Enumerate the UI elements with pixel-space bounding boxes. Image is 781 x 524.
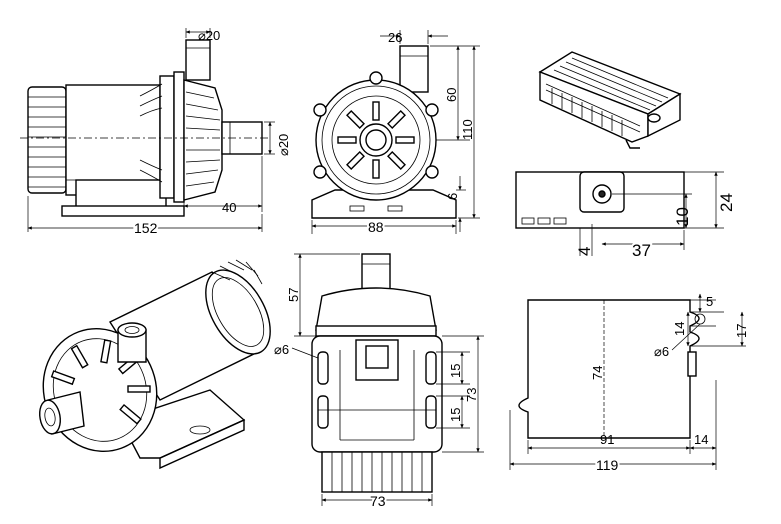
dim-base-width: 88 [368,219,384,235]
dim-ctrl-slot-width: 14 [672,322,687,336]
controller-side-view: 74 5 14 17 ⌀6 91 14 119 [509,293,749,475]
dim-ctrl-offset: 4 [575,247,594,256]
pump-side-view: ⌀20 ⌀20 40 152 [20,28,291,238]
dim-ctrl-length: 119 [596,457,619,473]
dim-slot-lower: 15 [448,408,463,422]
dim-ctrl-slot-gap: 17 [734,324,749,338]
dim-inlet-height: 60 [444,88,459,102]
pump-front-view: 26 60 110 6 88 [311,30,480,237]
dim-slot-upper: 15 [448,364,463,378]
dim-ctrl-hole-height: 10 [673,207,692,226]
dim-ctrl-hole: ⌀6 [654,344,669,359]
controller-isometric [538,51,682,149]
dim-ctrl-hole-spacing: 91 [600,432,614,447]
dim-inlet-width: 26 [388,30,402,45]
dim-ctrl-edge-offset: 14 [694,432,708,447]
dim-nozzle-height: 57 [286,288,301,302]
pump-isometric-view [39,259,271,470]
dim-base-horizontal: 73 [370,493,386,509]
dim-outlet-dia: ⌀20 [276,134,291,156]
dim-outlet-offset: 40 [222,200,236,215]
dim-length: 152 [134,220,158,236]
pump-bottom-view: 57 ⌀6 15 15 73 73 [274,253,484,511]
dim-total-height: 110 [460,119,475,140]
dim-ctrl-side-height: 74 [590,366,605,380]
dim-inlet-dia: ⌀20 [198,28,220,43]
dim-ctrl-hole-distance: 37 [632,241,651,260]
dim-base-vertical: 73 [464,388,479,402]
dim-mount-hole: ⌀6 [274,342,289,357]
dim-base-height: 6 [445,193,460,200]
dim-ctrl-top-offset: 5 [706,294,713,309]
controller-front-view: 24 10 4 37 [515,171,736,262]
dim-ctrl-height: 24 [717,193,736,212]
